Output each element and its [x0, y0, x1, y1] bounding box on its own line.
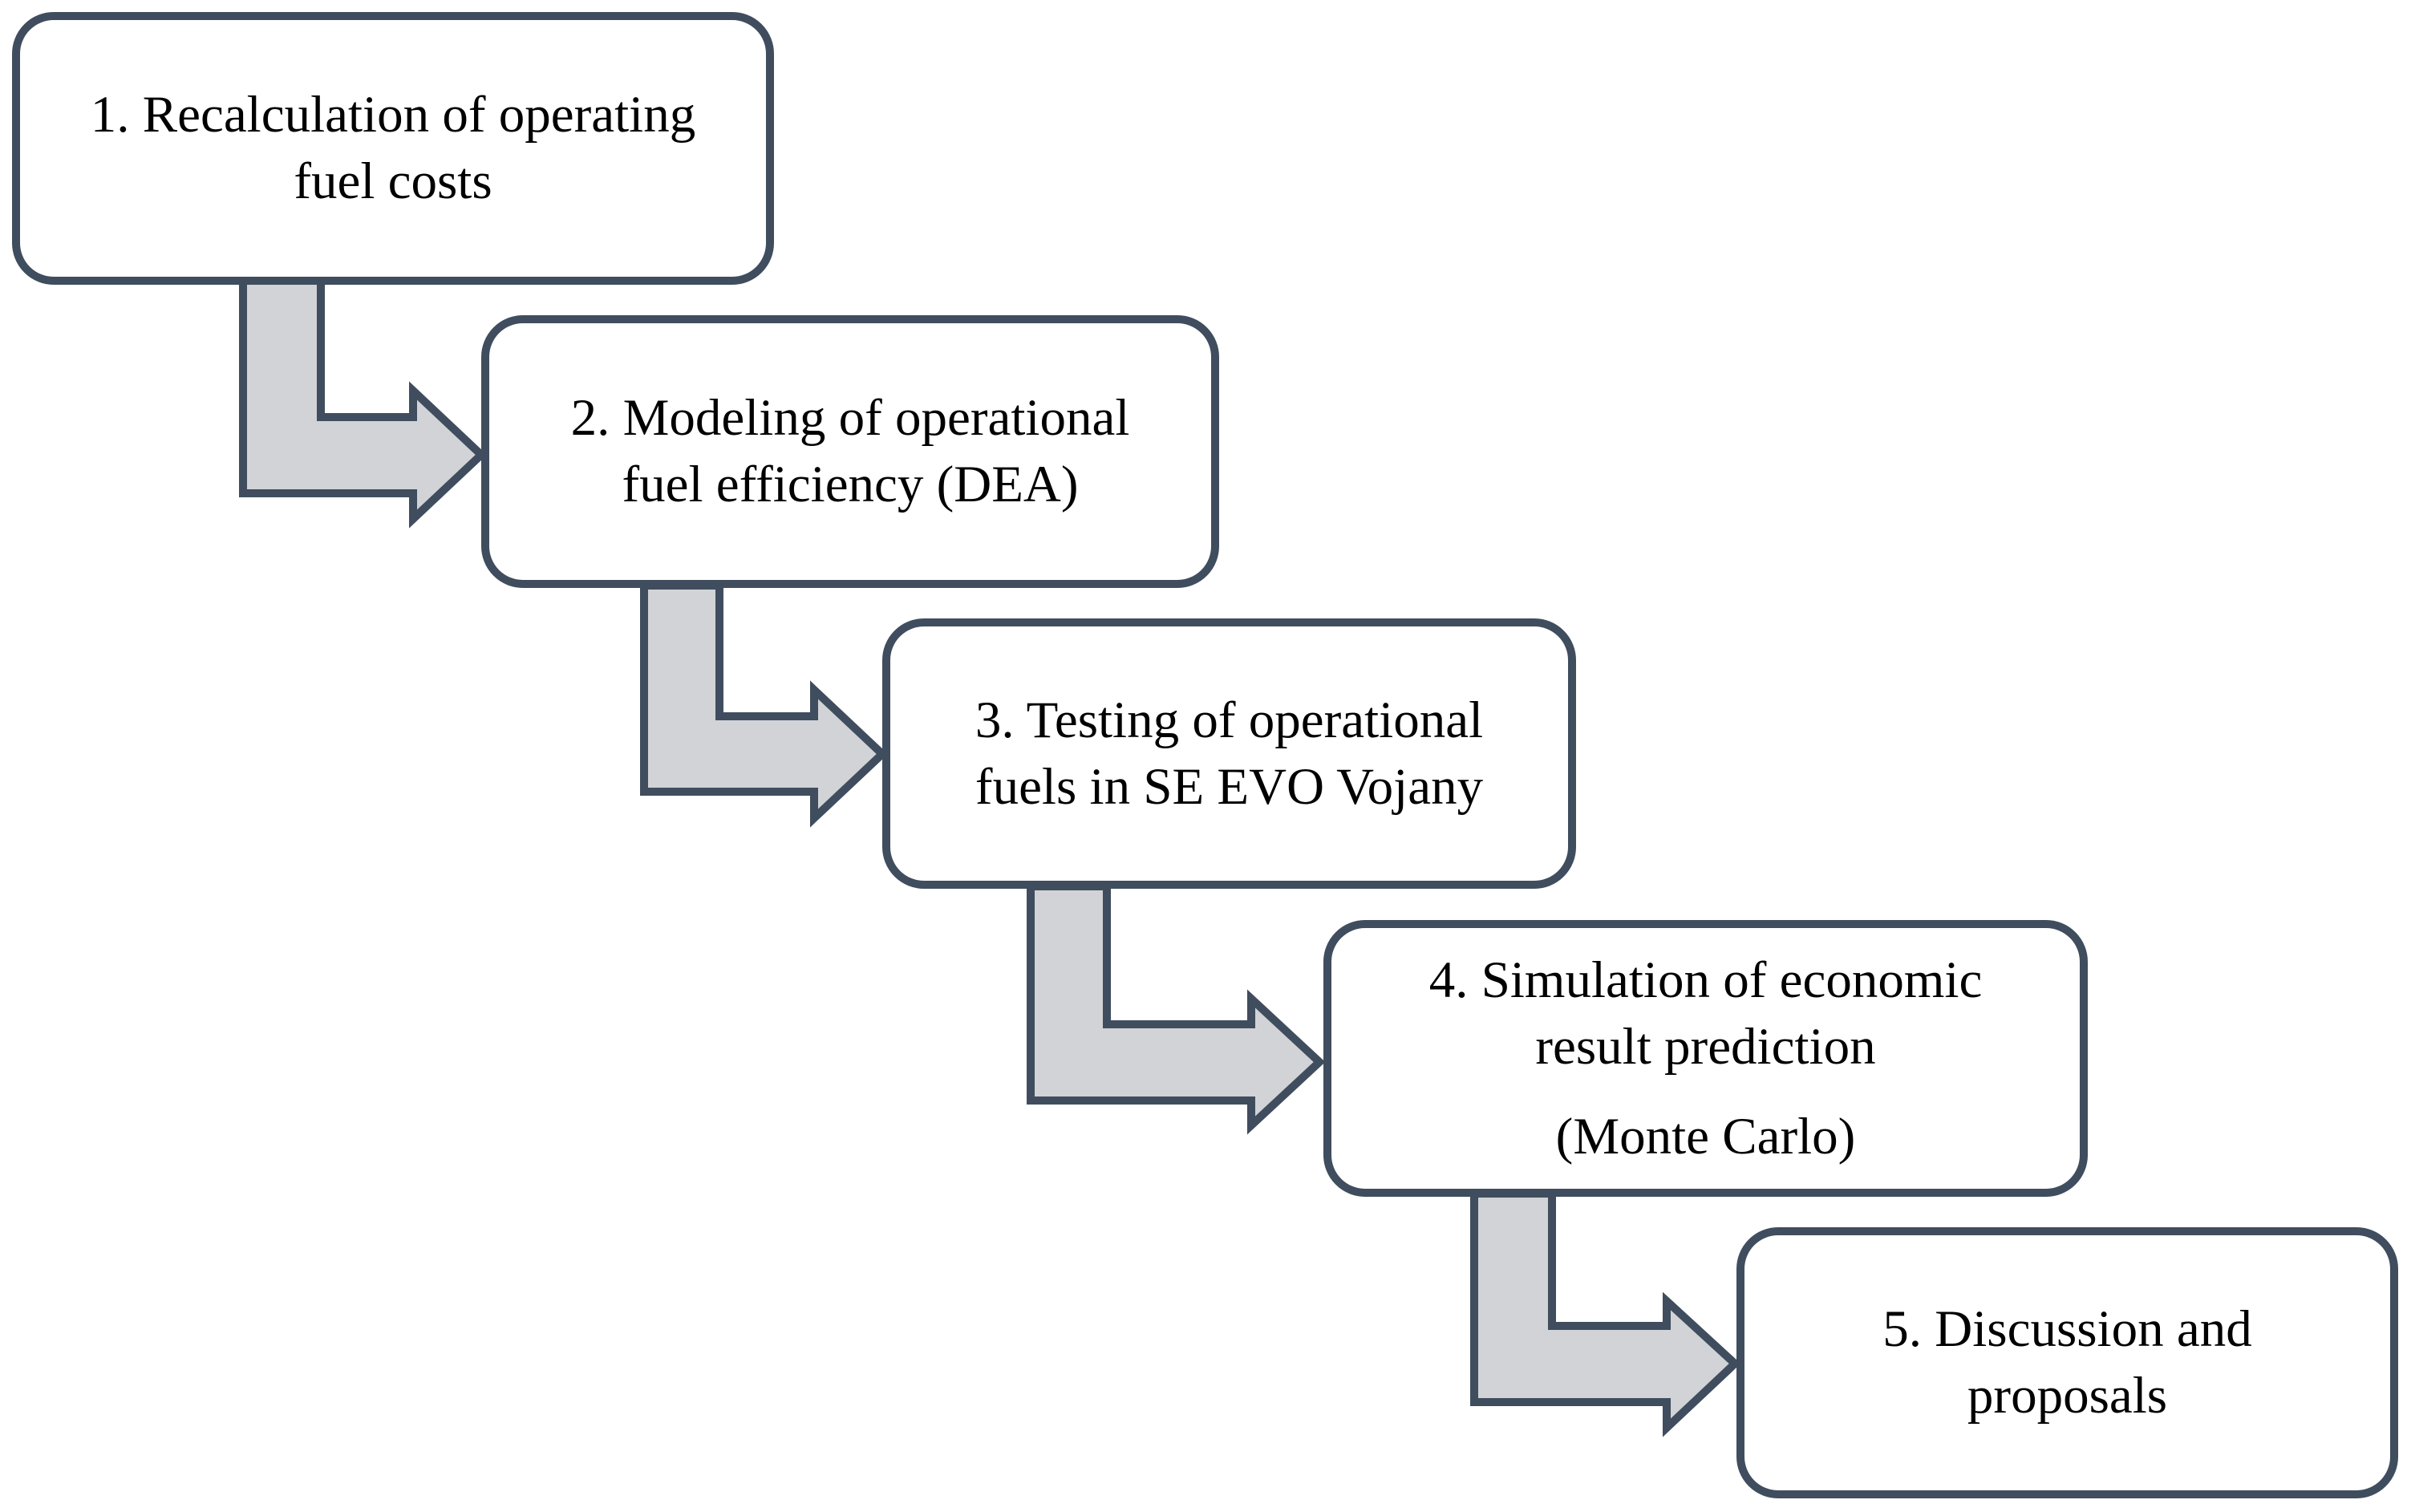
- flow-step-5-label: 5. Discussion and proposals: [1882, 1300, 2252, 1425]
- flow-step-4-sublabel: (Monte Carlo): [1555, 1107, 1856, 1165]
- bent-arrow-1-to-2: [239, 277, 488, 529]
- flow-step-4-label: 4. Simulation of economic result predict…: [1428, 951, 1983, 1076]
- flow-step-1: 1. Recalculation of operating fuel costs: [12, 12, 774, 285]
- flow-step-2: 2. Modeling of operational fuel efficien…: [481, 315, 1219, 588]
- bent-arrow-2-to-3: [640, 582, 889, 828]
- bent-arrow-4-to-5: [1470, 1190, 1741, 1437]
- bent-arrow-3-to-4: [1027, 882, 1326, 1135]
- flow-step-4: 4. Simulation of economic result predict…: [1323, 920, 2088, 1197]
- flow-step-3-label: 3. Testing of operational fuels in SE EV…: [975, 691, 1484, 816]
- flow-step-2-label: 2. Modeling of operational fuel efficien…: [570, 389, 1130, 513]
- flow-step-3: 3. Testing of operational fuels in SE EV…: [882, 618, 1576, 889]
- flow-step-1-label: 1. Recalculation of operating fuel costs: [90, 86, 696, 210]
- flow-step-5: 5. Discussion and proposals: [1736, 1227, 2398, 1498]
